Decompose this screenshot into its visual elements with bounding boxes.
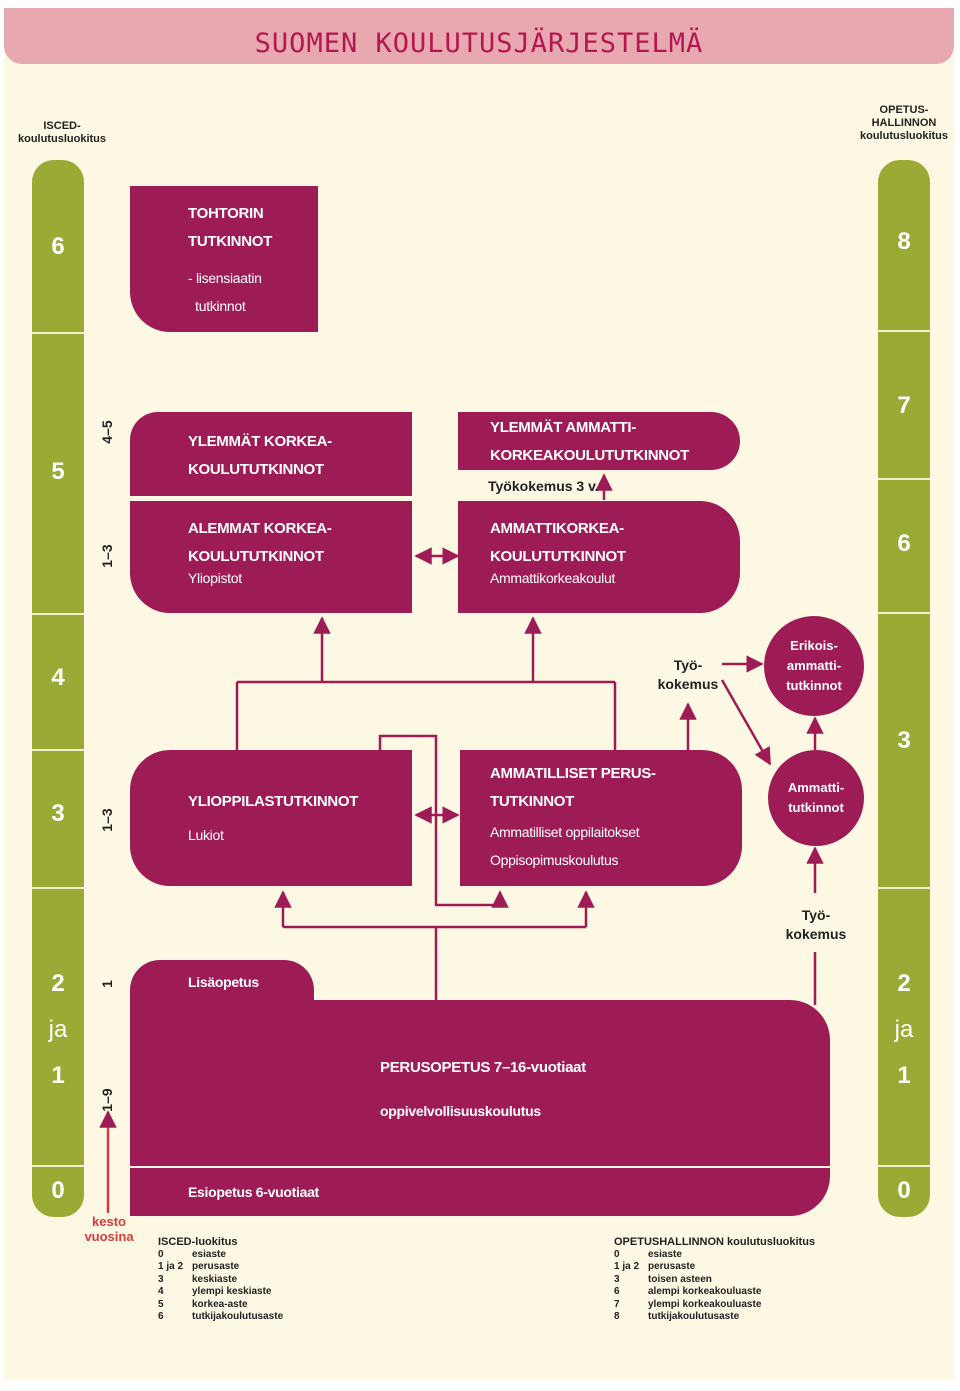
oph-level-0: 0 (897, 1177, 911, 1204)
specialist-vocational-label: Erikois- ammatti- tutkinnot (786, 638, 842, 693)
doctoral-degrees-title: TOHTORIN TUTKINNOT (188, 205, 272, 250)
vocational-institutions-label: Ammatilliset oppilaitokset Oppisopimusko… (490, 824, 640, 868)
oph-level-column (878, 160, 930, 1217)
title-band: SUOMEN KOULUTUSJÄRJESTELMÄ (4, 8, 954, 64)
oph-level-7: 7 (897, 392, 911, 419)
isced-level-1: 1 (51, 1062, 65, 1089)
separator (32, 887, 84, 889)
oph-level-3: 3 (897, 727, 911, 754)
pre-primary-box: Esiopetus 6-vuotiaat (130, 1168, 830, 1216)
higher-university-degrees-box: YLEMMÄT KORKEA- KOULUTUTKINNOT (130, 412, 412, 496)
isced-level-column (32, 160, 84, 1217)
further-vocational-circle: Ammatti- tutkinnot (768, 750, 864, 846)
specialist-vocational-circle: Erikois- ammatti- tutkinnot (764, 616, 864, 716)
isced-level-6: 6 (51, 233, 65, 260)
pre-primary-title: Esiopetus 6-vuotiaat (188, 1184, 319, 1200)
separator (878, 330, 930, 332)
oph-level-1: 1 (897, 1062, 911, 1089)
oph-level-2: 2 (897, 970, 911, 997)
basic-education-box: PERUSOPETUS 7–16-vuotiaat oppivelvollisu… (130, 1000, 830, 1166)
polytechnic-degrees-title: AMMATTIKORKEA- KOULUTUTKINNOT (490, 520, 626, 565)
matriculation-title: YLIOPPILASTUTKINNOT (188, 793, 359, 810)
isced-level-3: 3 (51, 800, 65, 827)
isced-level-4: 4 (51, 664, 65, 691)
work-experience-3-years-label: Työkokemus 3 v. (488, 478, 599, 494)
basic-education-title: PERUSOPETUS 7–16-vuotiaat (380, 1059, 586, 1076)
page-title: SUOMEN KOULUTUSJÄRJESTELMÄ (254, 28, 704, 59)
additional-education-box: Lisäopetus (130, 960, 314, 1004)
separator (32, 613, 84, 615)
duration-in-years-label: kesto vuosina (84, 1214, 134, 1244)
lower-university-degrees-title: ALEMMAT KORKEA- KOULUTUTKINNOT (188, 520, 332, 565)
doctoral-degrees-box: TOHTORIN TUTKINNOT - lisensiaatin tutkin… (130, 186, 318, 332)
separator (878, 1165, 930, 1167)
isced-level-ja: ja (48, 1016, 68, 1043)
compulsory-education-label: oppivelvollisuuskoulutus (380, 1103, 541, 1119)
universities-label: Yliopistot (188, 570, 242, 586)
separator (32, 1165, 84, 1167)
separator (878, 478, 930, 480)
higher-polytechnic-degrees-box: YLEMMÄT AMMATTI- KORKEAKOULUTUTKINNOT (458, 412, 740, 470)
oph-header: OPETUS- HALLINNON koulutusluokitus (860, 104, 948, 142)
oph-legend-heading: OPETUSHALLINNON koulutusluokitus (614, 1236, 816, 1248)
higher-polytechnic-degrees-title: YLEMMÄT AMMATTI- KORKEAKOULUTUTKINNOT (490, 419, 689, 464)
licentiate-label: - lisensiaatin tutkinnot (188, 270, 262, 314)
polytechnic-degrees-box: AMMATTIKORKEA- KOULUTUTKINNOT Ammattikor… (458, 501, 740, 613)
vocational-qualifications-title: AMMATILLISET PERUS- TUTKINNOT (490, 765, 656, 810)
further-vocational-label: Ammatti- tutkinnot (787, 780, 845, 815)
isced-level-0: 0 (51, 1177, 65, 1204)
separator (32, 749, 84, 751)
separator (878, 612, 930, 614)
isced-header: ISCED- koulutusluokitus (18, 120, 106, 145)
separator (878, 887, 930, 889)
isced-level-5: 5 (51, 458, 65, 485)
polytechnics-label: Ammattikorkeakoulut (490, 570, 616, 586)
lower-university-degrees-box: ALEMMAT KORKEA- KOULUTUTKINNOT Yliopisto… (130, 501, 412, 613)
work-experience-label-upper: Työ- kokemus (657, 657, 719, 692)
isced-legend-heading: ISCED-luokitus (158, 1236, 238, 1248)
matriculation-box: YLIOPPILASTUTKINNOT Lukiot (130, 750, 412, 886)
higher-university-degrees-title: YLEMMÄT KORKEA- KOULUTUTKINNOT (188, 433, 332, 478)
oph-level-6: 6 (897, 530, 911, 557)
cross-connector (378, 734, 509, 908)
vocational-qualifications-box: AMMATILLISET PERUS- TUTKINNOT Ammatillis… (460, 750, 742, 886)
arrow-to-ammattitutkinnot (720, 679, 772, 766)
separator (32, 332, 84, 334)
additional-education-title: Lisäopetus (188, 974, 259, 990)
oph-level-8: 8 (897, 228, 911, 255)
upper-secondary-schools-label: Lukiot (188, 827, 224, 843)
work-experience-label-lower: Työ- kokemus (785, 907, 847, 942)
oph-level-ja: ja (894, 1016, 914, 1043)
isced-level-2: 2 (51, 970, 65, 997)
